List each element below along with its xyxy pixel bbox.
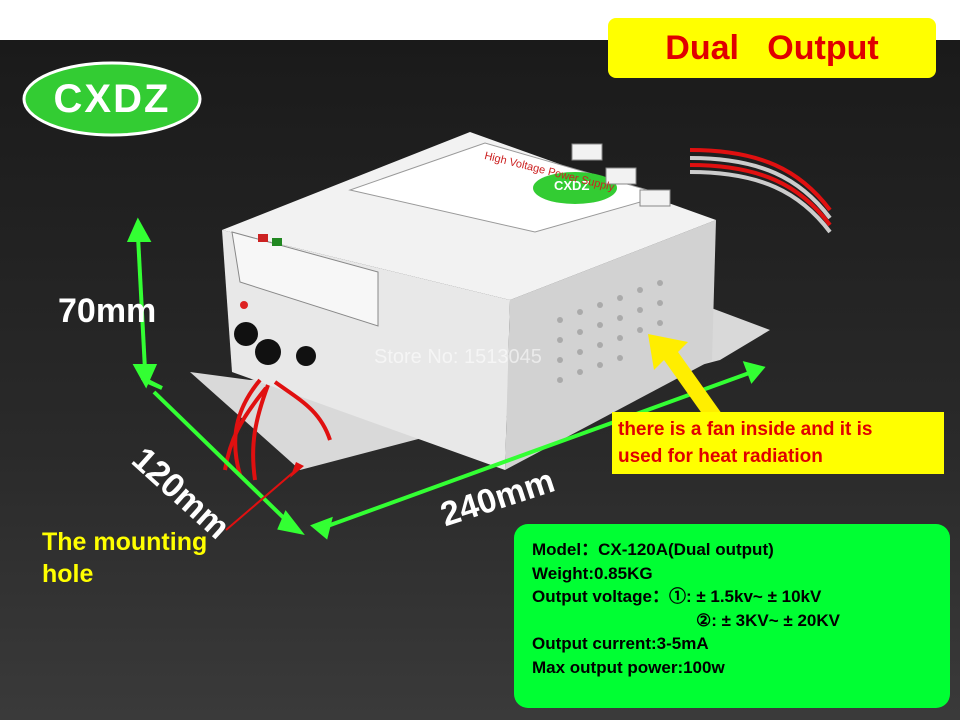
rear-white-wires <box>689 156 832 234</box>
height-arrow-top <box>126 217 152 242</box>
rear-red-wires <box>689 148 832 227</box>
title-banner: Dual Output <box>608 18 936 78</box>
fan-vent-holes <box>557 280 663 383</box>
spec-weight: Weight:0.85KG <box>532 563 653 583</box>
height-dimension-label: 70mm <box>58 292 157 330</box>
length-arrow-line <box>321 370 753 530</box>
spec-panel: Model：CX-120A(Dual output) Weight:0.85KG… <box>514 524 950 708</box>
brand-logo-text: CXDZ <box>53 76 171 121</box>
mounting-note-line-1: The mounting <box>42 528 208 556</box>
knob-1 <box>234 322 258 346</box>
depth-arrow-bottom <box>277 510 305 536</box>
output-terminals <box>571 143 671 207</box>
indicator-green <box>272 238 282 246</box>
brand-logo: CXDZ <box>22 62 202 136</box>
dimension-arrows <box>126 217 766 540</box>
indicator-red <box>258 234 268 242</box>
logo-oval <box>22 61 202 137</box>
knob-3 <box>296 346 316 366</box>
led-red <box>240 301 248 309</box>
length-arrow-right <box>742 361 766 384</box>
mounting-hole-pointer <box>225 462 304 531</box>
spec-max-power: Max output power:100w <box>532 657 725 677</box>
knob-2 <box>255 339 281 365</box>
fan-note-line-2: used for heat radiation <box>618 446 823 467</box>
title-banner-text: Dual Output <box>665 28 879 67</box>
box-side-face <box>505 220 716 470</box>
fan-pointer-arrow <box>648 334 722 422</box>
store-watermark: Store No: 1513045 <box>374 346 542 368</box>
depth-arrow-line <box>152 390 292 526</box>
device-label-brand: CXDZ <box>554 178 590 193</box>
depth-arrow-top <box>140 376 163 390</box>
spec-output-voltage-1: Output voltage：①: ± 1.5kv~ ± 10kV <box>532 587 822 606</box>
control-panel <box>231 231 379 327</box>
mounting-note-line-2: hole <box>42 560 94 588</box>
height-arrow-bottom <box>132 364 158 389</box>
fan-note: there is a fan inside and it is used for… <box>612 412 944 474</box>
height-arrow-line <box>136 235 147 371</box>
label-logo-badge <box>533 172 617 204</box>
mounting-note: The mounting hole <box>42 526 207 590</box>
spec-model: Model：CX-120A(Dual output) <box>532 540 774 559</box>
spec-output-voltage-2: ②: ± 3KV~ ± 20KV <box>696 610 840 630</box>
length-arrow-left <box>310 516 333 540</box>
fan-note-line-1: there is a fan inside and it is <box>618 419 873 440</box>
spec-output-current: Output current:3-5mA <box>532 634 709 653</box>
